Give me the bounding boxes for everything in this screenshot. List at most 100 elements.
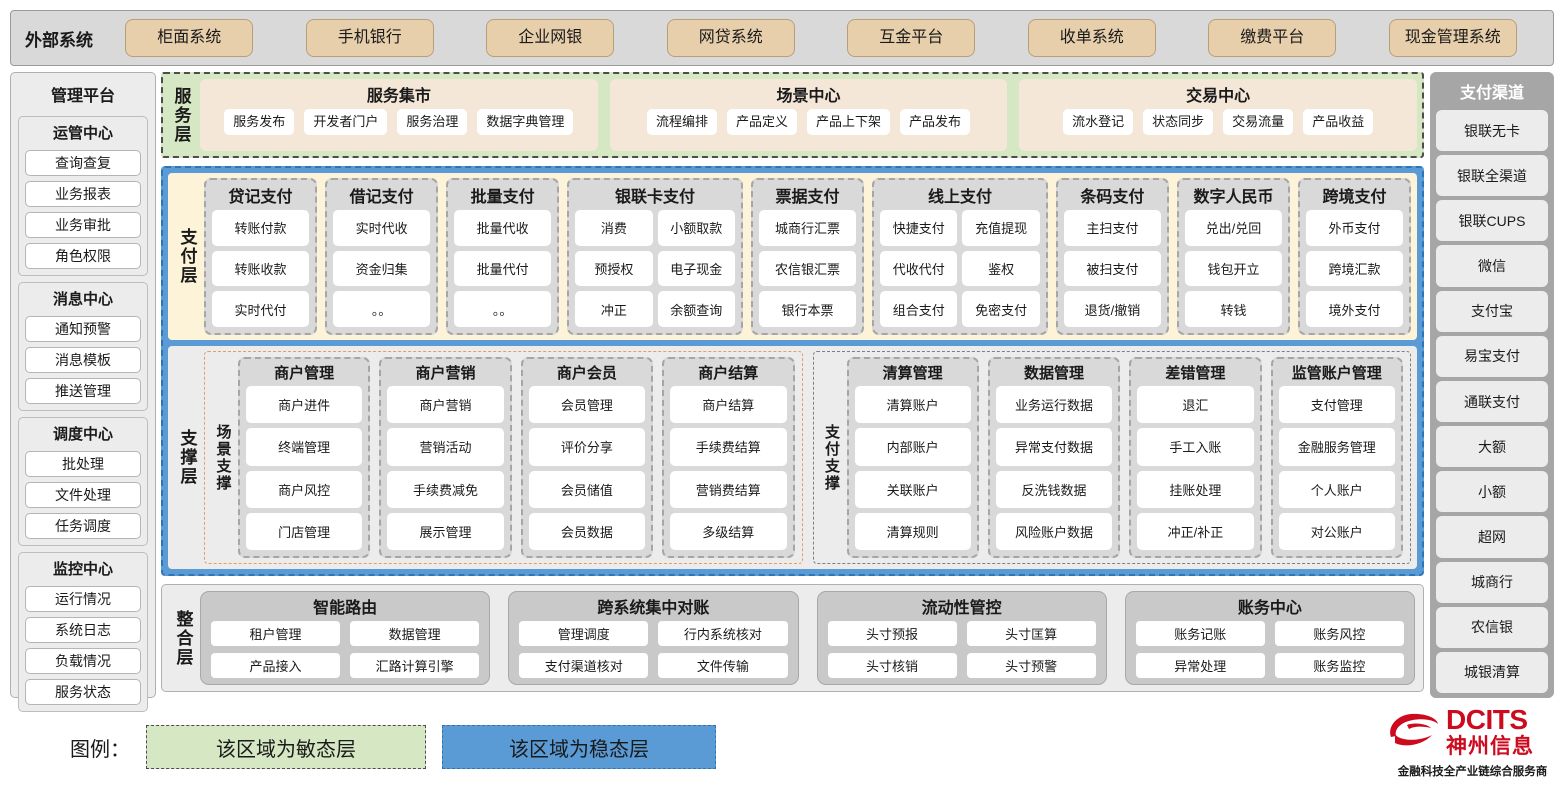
payment-item[interactable]: 组合支付 — [880, 291, 958, 327]
support-item[interactable]: 手工入账 — [1137, 428, 1254, 466]
service-item[interactable]: 开发者门户 — [304, 109, 388, 135]
payment-item[interactable]: 实时代收 — [333, 210, 431, 246]
integration-item[interactable]: 头寸预警 — [966, 653, 1096, 678]
support-item[interactable]: 终端管理 — [246, 428, 363, 466]
payment-item[interactable]: 兑出/兑回 — [1184, 210, 1282, 246]
payment-item[interactable]: 余额查询 — [657, 291, 735, 327]
integration-item[interactable]: 账务记账 — [1135, 621, 1265, 646]
payment-channel-item[interactable]: 微信 — [1436, 245, 1548, 287]
service-item[interactable]: 产品上下架 — [807, 109, 891, 135]
service-item[interactable]: 服务发布 — [224, 109, 295, 135]
service-item[interactable]: 数据字典管理 — [477, 109, 574, 135]
support-item[interactable]: 门店管理 — [246, 512, 363, 550]
payment-item[interactable]: 快捷支付 — [880, 210, 958, 246]
support-item[interactable]: 多级结算 — [670, 512, 787, 550]
support-item[interactable]: 展示管理 — [387, 512, 504, 550]
support-item[interactable]: 业务运行数据 — [995, 386, 1113, 424]
external-system-chip[interactable]: 手机银行 — [305, 19, 434, 57]
service-item[interactable]: 服务治理 — [397, 109, 468, 135]
integration-item[interactable]: 支付渠道核对 — [519, 653, 649, 678]
service-item[interactable]: 产品定义 — [726, 109, 797, 135]
external-system-chip[interactable]: 企业网银 — [486, 19, 615, 57]
support-item[interactable]: 内部账户 — [854, 428, 971, 466]
management-item[interactable]: 业务审批 — [25, 212, 141, 238]
payment-channel-item[interactable]: 超网 — [1436, 516, 1548, 558]
support-item[interactable]: 清算账户 — [854, 386, 971, 424]
support-item[interactable]: 个人账户 — [1278, 470, 1395, 508]
payment-item[interactable]: 。。 — [333, 291, 431, 327]
external-system-chip[interactable]: 缴费平台 — [1208, 19, 1337, 57]
payment-item[interactable]: 转钱 — [1184, 291, 1282, 327]
integration-item[interactable]: 头寸核销 — [827, 653, 957, 678]
payment-item[interactable]: 鉴权 — [962, 250, 1040, 287]
payment-channel-item[interactable]: 大额 — [1436, 426, 1548, 468]
management-item[interactable]: 文件处理 — [25, 482, 141, 508]
external-system-chip[interactable]: 柜面系统 — [125, 19, 254, 57]
integration-item[interactable]: 管理调度 — [519, 621, 649, 646]
payment-item[interactable]: 转账付款 — [212, 210, 310, 246]
management-item[interactable]: 查询查复 — [25, 150, 141, 176]
payment-item[interactable]: 充值提现 — [962, 210, 1040, 246]
payment-item[interactable]: 跨境汇款 — [1305, 250, 1404, 287]
support-item[interactable]: 手续费结算 — [670, 428, 787, 466]
payment-channel-item[interactable]: 银联全渠道 — [1436, 155, 1548, 197]
payment-item[interactable]: 外币支付 — [1305, 210, 1404, 246]
payment-item[interactable]: 转账收款 — [212, 250, 310, 287]
payment-channel-item[interactable]: 银联无卡 — [1436, 110, 1548, 152]
support-item[interactable]: 商户进件 — [246, 386, 363, 424]
support-item[interactable]: 挂账处理 — [1137, 470, 1254, 508]
payment-item[interactable]: 电子现金 — [657, 250, 735, 287]
support-item[interactable]: 手续费减免 — [387, 470, 504, 508]
support-item[interactable]: 清算规则 — [854, 512, 971, 550]
service-item[interactable]: 产品发布 — [900, 109, 971, 135]
external-system-chip[interactable]: 现金管理系统 — [1388, 19, 1517, 57]
support-item[interactable]: 商户营销 — [387, 386, 504, 424]
support-item[interactable]: 营销费结算 — [670, 470, 787, 508]
integration-item[interactable]: 行内系统核对 — [658, 621, 788, 646]
payment-item[interactable]: 农信银汇票 — [758, 250, 857, 287]
payment-item[interactable]: 资金归集 — [333, 250, 431, 287]
support-item[interactable]: 会员储值 — [528, 470, 646, 508]
payment-item[interactable]: 免密支付 — [962, 291, 1040, 327]
payment-item[interactable]: 退货/撤销 — [1063, 291, 1161, 327]
management-item[interactable]: 负载情况 — [25, 648, 141, 674]
integration-item[interactable]: 账务风控 — [1274, 621, 1404, 646]
payment-item[interactable]: 代收代付 — [880, 250, 958, 287]
integration-item[interactable]: 账务监控 — [1274, 653, 1404, 678]
payment-item[interactable]: 消费 — [575, 210, 653, 246]
external-system-chip[interactable]: 收单系统 — [1027, 19, 1156, 57]
payment-item[interactable]: 实时代付 — [212, 291, 310, 327]
support-item[interactable]: 冲正/补正 — [1137, 512, 1254, 550]
payment-item[interactable]: 批量代付 — [454, 250, 552, 287]
support-item[interactable]: 支付管理 — [1278, 386, 1395, 424]
payment-item[interactable]: 冲正 — [575, 291, 653, 327]
support-item[interactable]: 退汇 — [1137, 386, 1254, 424]
support-item[interactable]: 会员管理 — [528, 386, 646, 424]
support-item[interactable]: 营销活动 — [387, 428, 504, 466]
integration-item[interactable]: 头寸匡算 — [966, 621, 1096, 646]
service-item[interactable]: 流水登记 — [1063, 109, 1134, 135]
external-system-chip[interactable]: 网贷系统 — [666, 19, 795, 57]
payment-channel-item[interactable]: 小额 — [1436, 471, 1548, 513]
external-system-chip[interactable]: 互金平台 — [847, 19, 976, 57]
payment-item[interactable]: 城商行汇票 — [758, 210, 857, 246]
payment-channel-item[interactable]: 城银清算 — [1436, 651, 1548, 694]
payment-channel-item[interactable]: 银联CUPS — [1436, 200, 1548, 242]
support-item[interactable]: 商户风控 — [246, 470, 363, 508]
support-item[interactable]: 关联账户 — [854, 470, 971, 508]
support-item[interactable]: 会员数据 — [528, 512, 646, 550]
management-item[interactable]: 通知预警 — [25, 316, 141, 342]
payment-item[interactable]: 境外支付 — [1305, 291, 1404, 327]
management-item[interactable]: 任务调度 — [25, 513, 141, 539]
payment-channel-item[interactable]: 支付宝 — [1436, 290, 1548, 332]
service-item[interactable]: 交易流量 — [1223, 109, 1294, 135]
support-item[interactable]: 风险账户数据 — [995, 512, 1113, 550]
support-item[interactable]: 对公账户 — [1278, 512, 1395, 550]
service-item[interactable]: 状态同步 — [1143, 109, 1214, 135]
payment-item[interactable]: 批量代收 — [454, 210, 552, 246]
integration-item[interactable]: 头寸预报 — [827, 621, 957, 646]
support-item[interactable]: 商户结算 — [670, 386, 787, 424]
service-item[interactable]: 产品收益 — [1303, 109, 1374, 135]
support-item[interactable]: 异常支付数据 — [995, 428, 1113, 466]
support-item[interactable]: 反洗钱数据 — [995, 470, 1113, 508]
